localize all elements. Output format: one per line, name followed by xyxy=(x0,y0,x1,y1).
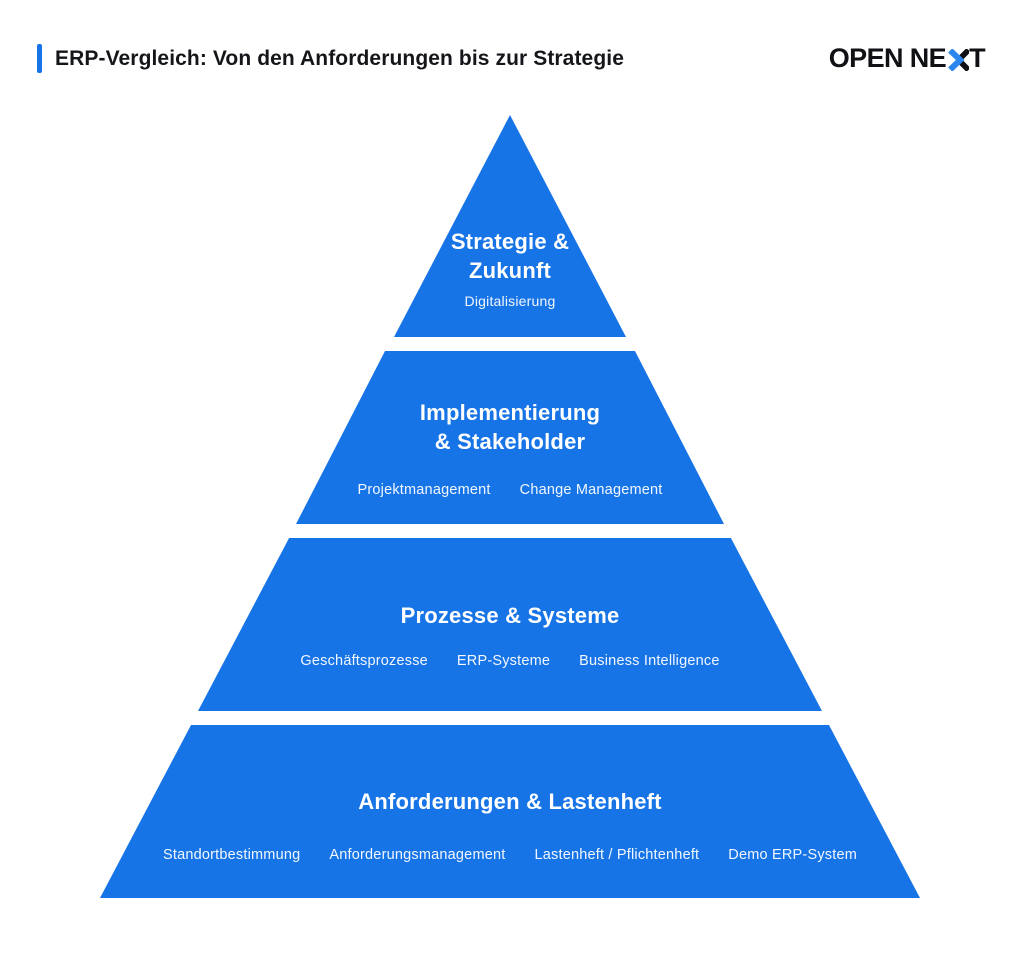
header: ERP-Vergleich: Von den Anforderungen bis… xyxy=(0,0,1024,100)
tier-title: Strategie & Zukunft xyxy=(394,227,626,285)
tier-title-line: & Stakeholder xyxy=(434,429,586,454)
tier-title: Prozesse & Systeme xyxy=(198,601,822,630)
tier-title-line: Zukunft xyxy=(468,258,552,283)
tier-title-line: Strategie & xyxy=(450,229,570,254)
pyramid-tier-anforderungen-lastenheft: Anforderungen & Lastenheft Standortbesti… xyxy=(100,725,920,898)
title-accent-bar xyxy=(37,44,42,73)
tier-item: Geschäftsprozesse xyxy=(300,653,428,669)
tier-item: Projektmanagement xyxy=(357,482,491,498)
tier-items: Digitalisierung xyxy=(394,291,626,311)
pyramid-tier-prozesse-systeme: Prozesse & Systeme Geschäftsprozesse ERP… xyxy=(198,538,822,711)
tier-items: Standortbestimmung Anforderungsmanagemen… xyxy=(100,845,920,865)
tier-item: Lastenheft / Pflichtenheft xyxy=(534,847,700,863)
open-next-logo: OPEN NE T xyxy=(828,43,986,73)
pyramid-tier-implementierung-stakeholder: Implementierung & Stakeholder Projektman… xyxy=(296,351,724,524)
tier-item: Digitalisierung xyxy=(464,293,556,309)
tier-title: Implementierung & Stakeholder xyxy=(296,398,724,456)
tier-item: ERP-Systeme xyxy=(456,653,551,669)
tier-item: Demo ERP-System xyxy=(728,847,857,863)
tier-title: Anforderungen & Lastenheft xyxy=(100,787,920,816)
page-title: ERP-Vergleich: Von den Anforderungen bis… xyxy=(55,47,624,70)
tier-items: Projektmanagement Change Management xyxy=(296,480,724,500)
tier-items: Geschäftsprozesse ERP-Systeme Business I… xyxy=(198,651,822,671)
logo-text-right: T xyxy=(969,43,986,73)
pyramid-tier-strategie-zukunft: Strategie & Zukunft Digitalisierung xyxy=(394,115,626,337)
tier-item: Business Intelligence xyxy=(579,653,720,669)
tier-item: Anforderungsmanagement xyxy=(329,847,506,863)
tier-title-line: Anforderungen & Lastenheft xyxy=(358,789,662,814)
tier-title-line: Prozesse & Systeme xyxy=(400,603,620,628)
tier-item: Standortbestimmung xyxy=(162,847,301,863)
logo-x-icon xyxy=(947,47,971,72)
tier-item: Change Management xyxy=(519,482,663,498)
tier-title-line: Implementierung xyxy=(419,400,601,425)
logo-text-left: OPEN NE xyxy=(828,43,947,73)
